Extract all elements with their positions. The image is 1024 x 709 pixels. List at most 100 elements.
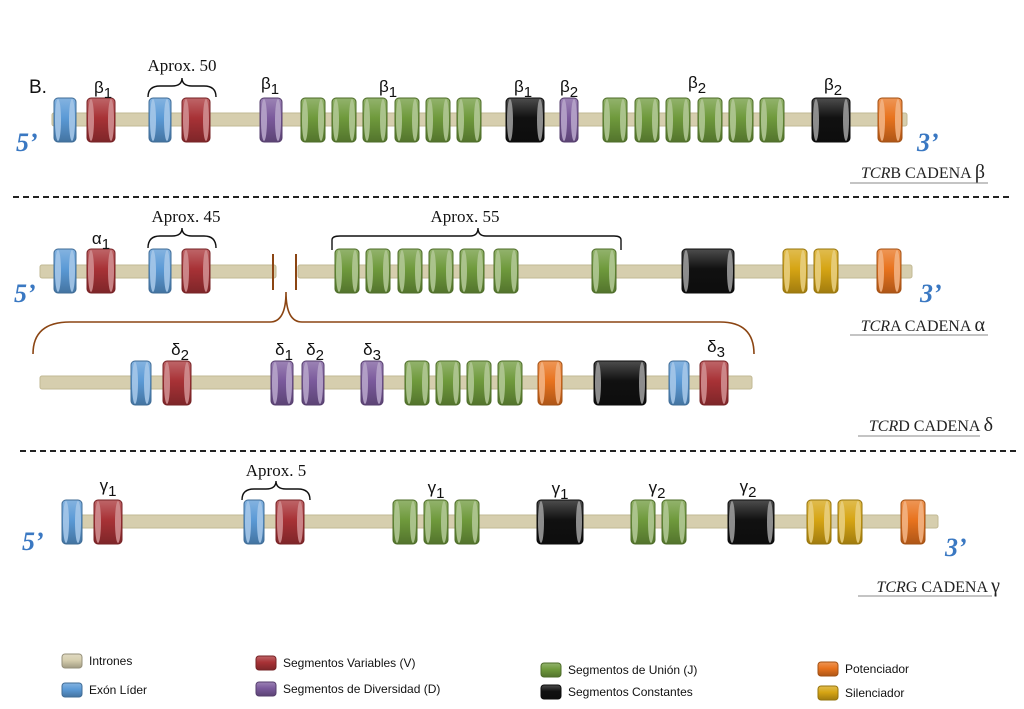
- delta-union-segment: [497, 360, 523, 406]
- beta-5prime-label: 5’: [16, 128, 38, 157]
- legend-swatch-enhancer: [817, 661, 839, 677]
- delta-gene-label: δ1: [275, 340, 293, 364]
- beta-enhancer: [877, 97, 903, 143]
- beta-variable-segment: [181, 97, 211, 143]
- gamma-gene-label: γ1: [428, 478, 445, 502]
- gamma-silencer: [837, 499, 863, 545]
- delta-expansion-bracket: [32, 291, 755, 355]
- delta-enhancer: [537, 360, 563, 406]
- gamma-union-segment: [454, 499, 480, 545]
- legend-item-union: Segmentos de Unión (J): [540, 662, 697, 678]
- gamma-constant-segment: [536, 499, 584, 545]
- gamma-5prime-label: 5’: [22, 527, 44, 556]
- gamma-gene-label: γ1: [100, 476, 117, 500]
- delta-title-rest: D CADENA: [898, 418, 983, 435]
- legend-swatch-diversity: [255, 681, 277, 697]
- legend-label-constant: Segmentos Constantes: [568, 685, 693, 699]
- gamma-union-segment: [392, 499, 418, 545]
- gamma-leader-exon: [243, 499, 265, 545]
- alpha-title-rest: A CADENA: [890, 318, 974, 335]
- alpha-chain-title: TCRA CADENA α: [861, 314, 986, 336]
- beta-leader-exon: [148, 97, 172, 143]
- gamma-gene-label: γ2: [649, 478, 666, 502]
- delta-leader-exon: [668, 360, 690, 406]
- gamma-gene-label: γ2: [740, 477, 757, 501]
- gamma-approx-label: Aprox. 5: [246, 461, 306, 480]
- gamma-union-segment: [661, 499, 687, 545]
- panel-label: B.: [29, 77, 47, 98]
- beta-union-segment: [665, 97, 691, 143]
- gamma-union-segment: [423, 499, 449, 545]
- beta-gene-label: β2: [560, 77, 578, 101]
- delta-union-segment: [404, 360, 430, 406]
- beta-union-segment: [728, 97, 754, 143]
- gamma-gene-label: γ1: [552, 479, 569, 503]
- alpha-constant-segment: [681, 248, 735, 294]
- gamma-variable-segment: [93, 499, 123, 545]
- delta-intron-strand: [39, 375, 753, 390]
- delta-constant-segment: [593, 360, 647, 406]
- gamma-constant-segment: [727, 499, 775, 545]
- delta-gene-label: δ2: [171, 340, 189, 364]
- alpha-union-segment: [397, 248, 423, 294]
- alpha-approx-j-brace: [331, 227, 622, 250]
- alpha-union-segment: [459, 248, 485, 294]
- beta-gene-label: β2: [688, 73, 706, 97]
- alpha-leader-exon: [148, 248, 172, 294]
- legend-label-variable: Segmentos Variables (V): [283, 656, 416, 670]
- alpha-gene-label: α1: [92, 229, 110, 253]
- delta-locus: [39, 360, 753, 406]
- beta-gene-label: β1: [379, 77, 397, 101]
- gamma-silencer: [806, 499, 832, 545]
- alpha-union-segment: [493, 248, 519, 294]
- alpha-5prime-label: 5’: [14, 279, 36, 308]
- beta-diversity-segment: [259, 97, 283, 143]
- beta-union-segment: [300, 97, 326, 143]
- beta-union-segment: [759, 97, 785, 143]
- alpha-silencer: [782, 248, 808, 294]
- beta-approx-brace: [147, 77, 217, 98]
- beta-leader-exon: [53, 97, 77, 143]
- beta-diversity-segment: [559, 97, 579, 143]
- alpha-approx-v-label: Aprox. 45: [152, 207, 221, 226]
- legend-label-enhancer: Potenciador: [845, 662, 909, 676]
- beta-union-segment: [456, 97, 482, 143]
- delta-leader-exon: [130, 360, 152, 406]
- beta-title-italic: TCR: [861, 165, 891, 182]
- delta-gene-label: δ3: [363, 340, 381, 364]
- delta-diversity-segment: [301, 360, 325, 406]
- legend-label-union: Segmentos de Unión (J): [568, 663, 697, 677]
- beta-title-rest: B CADENA: [890, 165, 974, 182]
- beta-constant-segment: [811, 97, 851, 143]
- beta-approx-label: Aprox. 50: [148, 56, 217, 75]
- beta-gene-label: β1: [94, 78, 112, 102]
- delta-gene-label: δ3: [707, 337, 725, 361]
- legend-item-variable: Segmentos Variables (V): [255, 655, 416, 671]
- legend-item-diversity: Segmentos de Diversidad (D): [255, 681, 440, 697]
- legend-item-constant: Segmentos Constantes: [540, 684, 693, 700]
- alpha-title-italic: TCR: [861, 318, 891, 335]
- gamma-3prime-label: 3’: [944, 533, 967, 562]
- legend-swatch-union: [540, 662, 562, 678]
- beta-gene-label: β2: [824, 75, 842, 99]
- delta-gene-label: δ2: [306, 340, 324, 364]
- legend-item-intron: Intrones: [61, 653, 132, 669]
- gamma-leader-exon: [61, 499, 83, 545]
- alpha-union-segment: [591, 248, 617, 294]
- gamma-chain-title: TCRG CADENA γ: [876, 575, 1000, 597]
- delta-variable-segment: [162, 360, 192, 406]
- beta-union-segment: [362, 97, 388, 143]
- beta-constant-segment: [505, 97, 545, 143]
- delta-chain-title: TCRD CADENA δ: [869, 414, 993, 436]
- delta-diversity-segment: [270, 360, 294, 406]
- alpha-variable-segment: [181, 248, 211, 294]
- gamma-title-symbol: γ: [990, 575, 1000, 597]
- legend-item-silencer: Silenciador: [817, 685, 904, 701]
- gamma-union-segment: [630, 499, 656, 545]
- delta-union-segment: [466, 360, 492, 406]
- alpha-union-segment: [334, 248, 360, 294]
- beta-union-segment: [697, 97, 723, 143]
- alpha-approx-j-label: Aprox. 55: [431, 207, 500, 226]
